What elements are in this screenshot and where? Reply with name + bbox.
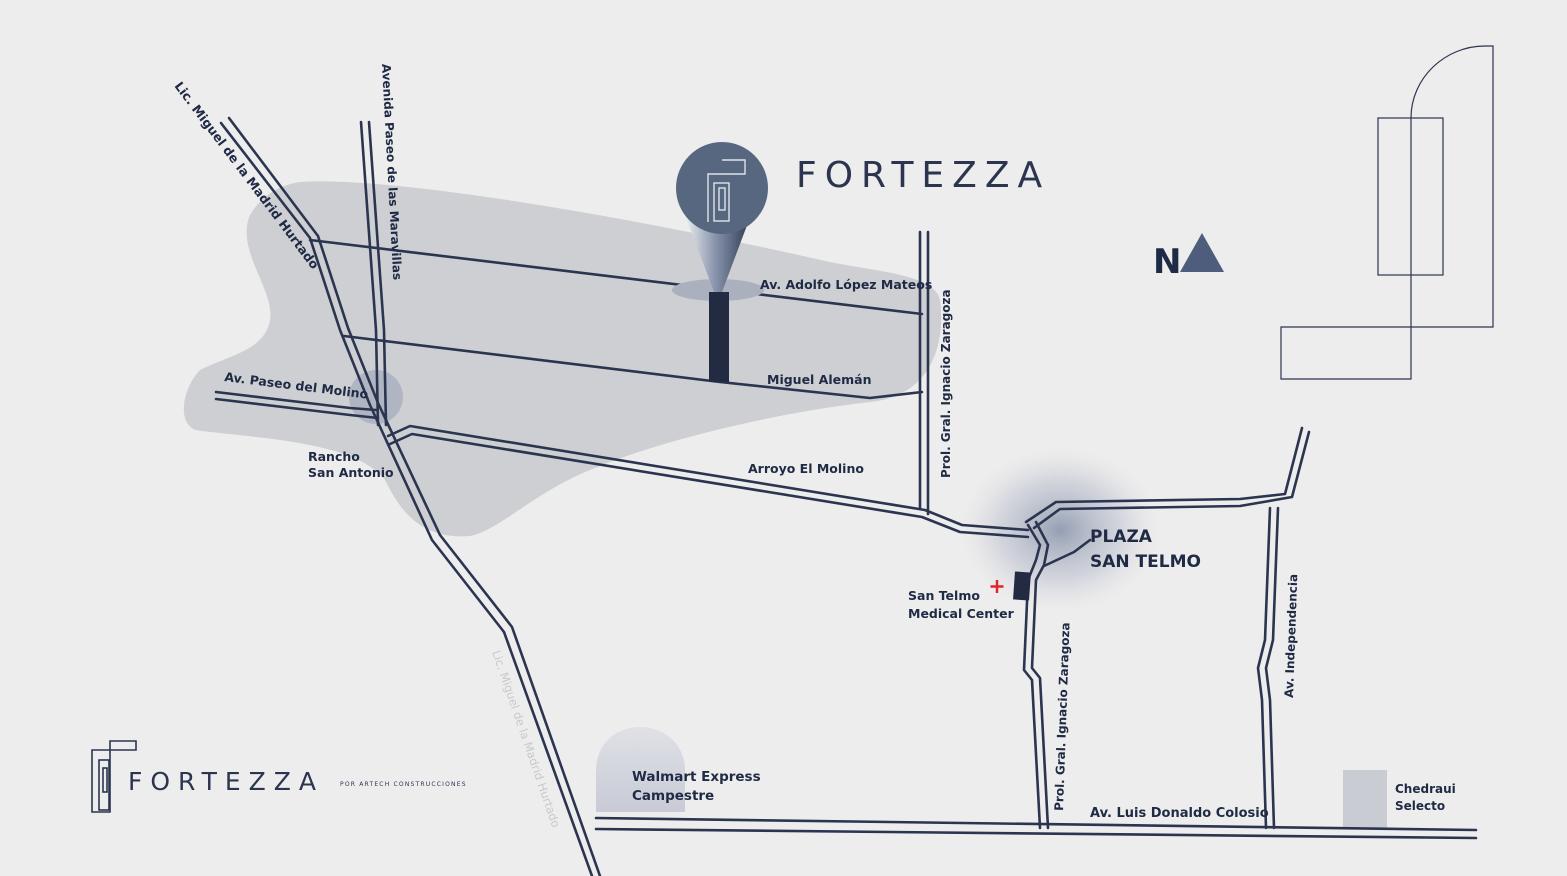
road-colosio-a [594,816,1478,832]
road-plaza-loop-a [1024,426,1304,524]
roads [214,116,1478,876]
label-plaza-line2: SAN TELMO [1090,552,1201,572]
road-arroyo-b [388,432,1030,539]
pin-logo-icon [707,159,746,222]
road-lic-miguel-a [219,121,594,876]
road-paseo-molino-b [214,397,380,420]
label-zaragoza-south: Prol. Gral. Ignacio Zaragoza [1052,622,1073,811]
label-plaza-line1: PLAZA [1090,527,1153,547]
label-colosio: Av. Luis Donaldo Colosio [1090,806,1269,821]
brand-footer-name: FORTEZZA [128,767,324,796]
road-paseo-molino-a [214,390,378,412]
decorative-logo-icon [1280,45,1494,380]
road-paseo-maravillas-a [359,120,380,427]
compass-label: N [1153,242,1181,282]
road-independencia-b [1264,506,1280,830]
label-rancho-line2: San Antonio [308,465,394,480]
road-adolfo [308,238,924,316]
label-arroyo: Arroyo El Molino [748,461,864,476]
medical-building [1013,571,1031,601]
road-paseo-maravillas-b [367,120,388,427]
label-walmart-line1: Walmart Express [632,769,761,785]
road-arroyo-a [386,424,1030,532]
label-medical-line2: Medical Center [908,606,1015,621]
brand-title: FORTEZZA [796,155,1050,196]
road-plaza-spur [1042,538,1092,568]
medical-cross-icon [990,580,1004,593]
label-lic-miguel: Lic. Miguel de la Madrid Hurtado [172,79,323,272]
road-plaza-loop-b [1032,430,1311,530]
label-walmart-line2: Campestre [632,788,714,804]
label-adolfo: Av. Adolfo López Mateos [760,277,932,292]
label-medical-line1: San Telmo [908,588,980,603]
highlight-zone [183,181,942,537]
label-miguel-aleman: Miguel Alemán [767,372,871,387]
chedraui-area [1343,770,1387,828]
walmart-area [596,727,685,812]
road-colosio-b [594,827,1478,840]
site-block [709,292,729,382]
north-arrow-icon [1180,233,1224,272]
label-rancho-line1: Rancho [308,449,360,464]
label-chedraui-line2: Selecto [1395,799,1445,813]
plaza-glow [960,448,1160,612]
road-independencia-a [1256,506,1272,830]
label-independencia: Av. Independencia [1282,574,1300,698]
road-zaragoza-south-b [1030,520,1050,830]
road-miguel-aleman [342,334,924,400]
label-chedraui-line1: Chedraui [1395,782,1456,796]
label-zaragoza-north: Prol. Gral. Ignacio Zaragoza [939,289,953,478]
brand-logo-icon [91,740,137,813]
brand-tagline: POR ARTECH CONSTRUCCIONES [340,781,467,788]
